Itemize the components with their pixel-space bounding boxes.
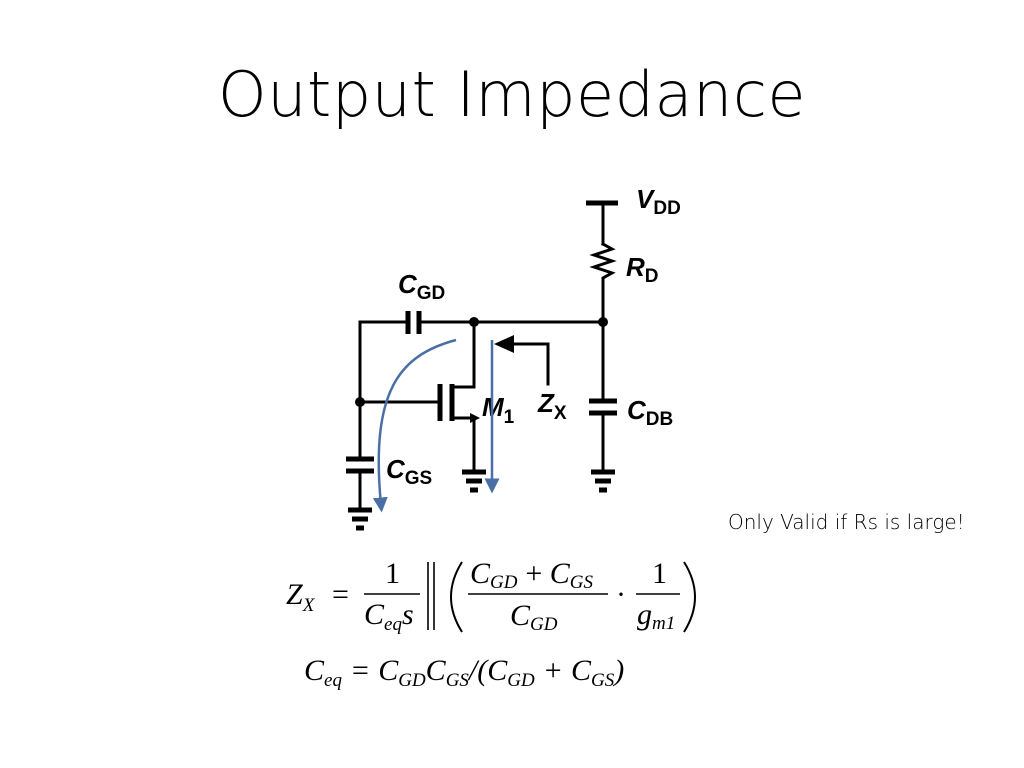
big-fraction-denominator: CGD: [510, 599, 558, 635]
cdb-capacitor: [589, 320, 617, 472]
validity-note: Only Valid if Rs is large!: [728, 510, 965, 534]
cdb-label: CDB: [627, 395, 673, 430]
multiply-dot: ·: [616, 578, 626, 611]
cgd-capacitor: [405, 311, 422, 334]
cgd-label: CGD: [398, 269, 445, 304]
zx-arrow: [494, 335, 550, 386]
zx-label: ZX: [537, 388, 567, 424]
gm-numerator: 1: [652, 557, 667, 590]
rd-resistor: [589, 241, 617, 324]
gm-denominator: gm1: [637, 598, 675, 634]
cgs-ground-icon: [348, 507, 372, 531]
vdd-label: VDD: [636, 184, 681, 219]
m1-transistor: [437, 320, 480, 472]
rd-label: RD: [626, 252, 659, 287]
cgs-label: CGS: [386, 454, 432, 489]
cdb-ground-icon: [591, 469, 615, 493]
cgs-capacitor: [346, 456, 374, 510]
big-fraction-numerator: CGD+CGS: [470, 557, 593, 593]
equals-sign: =: [332, 578, 349, 611]
fraction-denominator: Ceqs: [364, 598, 414, 635]
zx-equation: ZX = 1 Ceqs CGD+CGS CGD · 1 gm1: [286, 557, 696, 635]
slide-title: Output Impedance: [217, 58, 807, 131]
vdd-supply: [586, 200, 618, 246]
ceq-equation: Ceq=CGDCGS/(CGD+CGS): [304, 654, 624, 691]
fraction-numerator: 1: [385, 557, 400, 590]
open-paren: [450, 561, 463, 633]
zx-symbol: ZX: [286, 578, 316, 616]
m1-label: M1: [482, 392, 515, 428]
m1-ground-icon: [462, 469, 486, 493]
cgs-current-arrow: [372, 338, 457, 513]
close-paren: [683, 561, 696, 633]
